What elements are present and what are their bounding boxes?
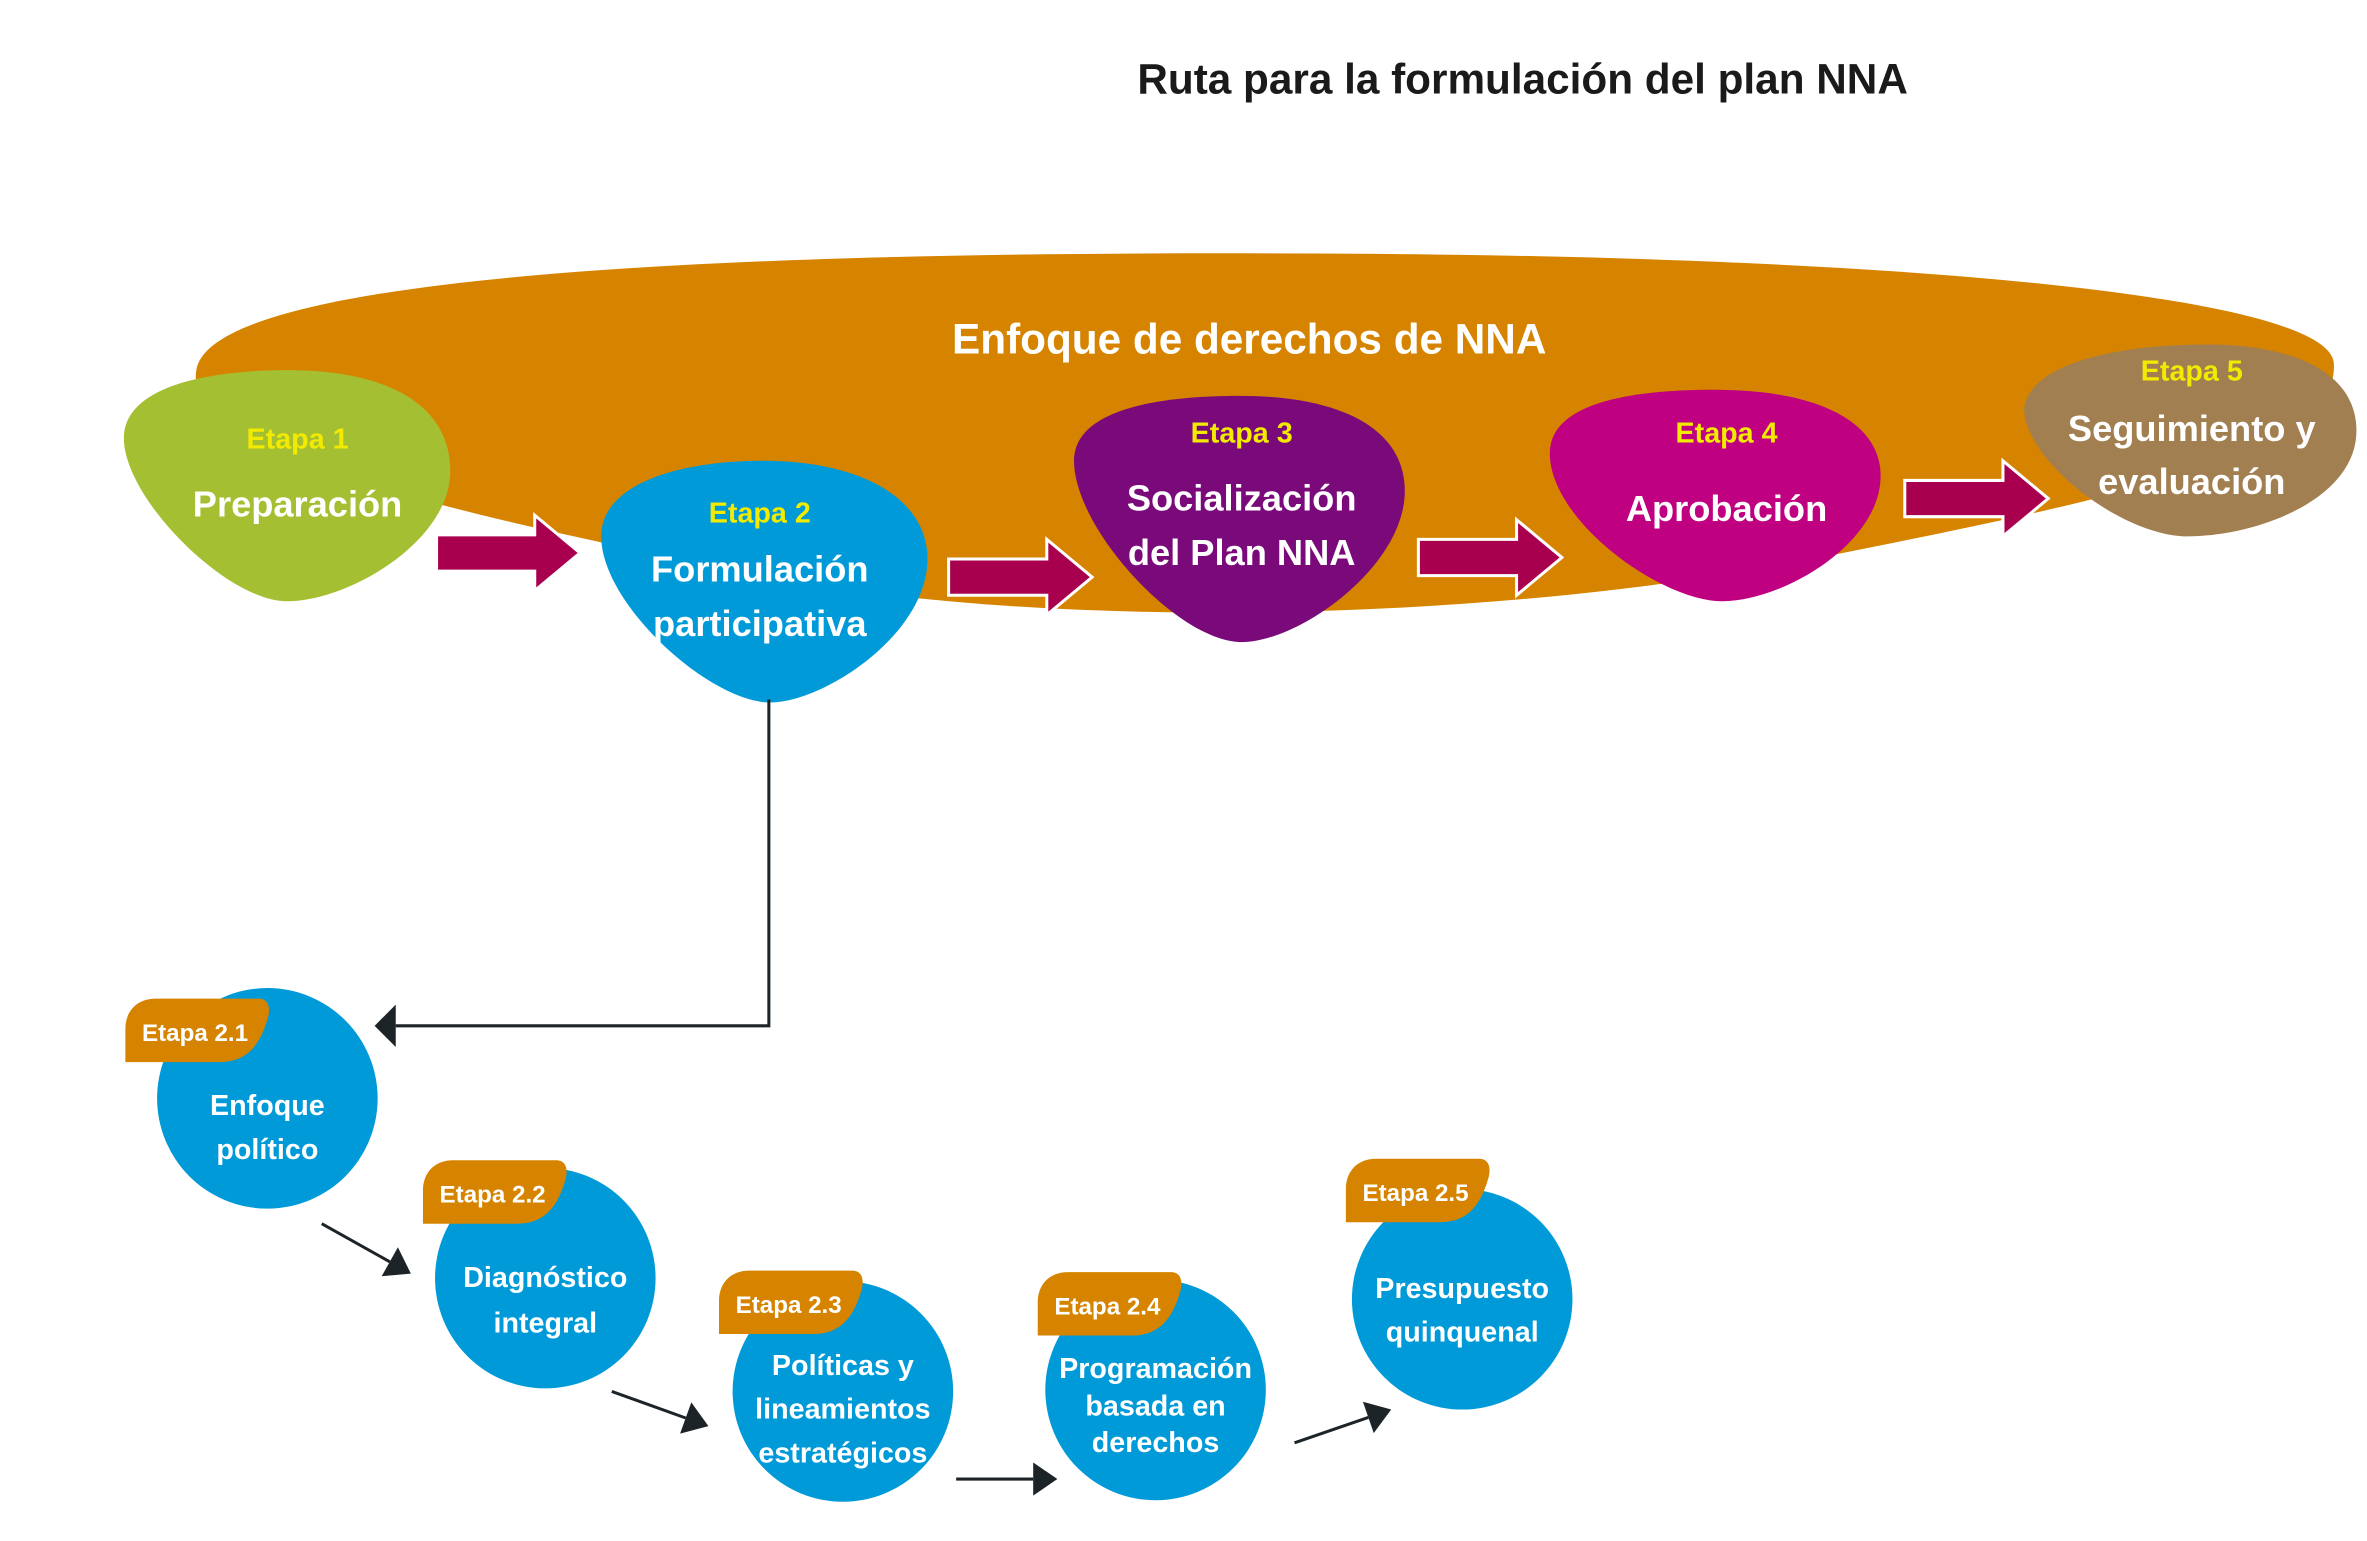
stage-2-label: Formulación [651,549,869,590]
substage-label: integral [493,1308,597,1340]
substage-label: Enfoque [210,1090,325,1122]
stage-1-label: Preparación [193,484,403,525]
page-title: Ruta para la formulación del plan NNA [1137,56,1908,103]
substage-arrow-line-2 [611,1390,687,1420]
substage-etapa: Etapa 2.2 [440,1182,546,1209]
substage-tag [422,1160,567,1224]
substage-label: político [216,1134,318,1166]
substage-arrowhead-1 [381,1247,411,1277]
stage-arrow-4 [1903,457,2051,540]
stage-1-shape [123,370,451,602]
substage-tag [125,998,270,1063]
substage-circle [732,1281,954,1502]
stage-5-label: evaluación [2098,461,2285,502]
stage-2-etapa: Etapa 2 [709,498,811,530]
substage-etapa: Etapa 2.5 [1362,1180,1468,1207]
substage-arrowhead-3 [1033,1462,1058,1496]
substage-arrowhead-4 [1362,1401,1392,1434]
stage-4-shape [1549,389,1881,602]
substage-label: Programación [1059,1353,1252,1385]
stage-1-etapa: Etapa 1 [247,424,349,456]
stage-3-etapa: Etapa 3 [1191,418,1293,450]
connector-line [395,699,771,1028]
stage-arrow-2 [947,536,1095,619]
substage-arrowhead-2 [680,1402,709,1434]
substage-tag [1345,1158,1490,1223]
stage-arrow-3 [1416,516,1565,599]
substage-arrow-line-1 [321,1222,391,1264]
stage-3-label: Socialización [1127,478,1357,519]
stage-2-shape [601,460,928,703]
substage-arrow-line-4 [1294,1415,1369,1445]
substage-label: Presupuesto [1375,1273,1549,1305]
substage-tag [719,1270,863,1335]
stage-arrow-1 [435,511,583,594]
substage-tag [1037,1272,1182,1336]
stage-2-label: participativa [653,603,867,644]
stage-5-label: Seguimiento y [2068,408,2316,449]
rights-approach-label: Enfoque de derechos de NNA [952,316,1546,363]
stage-3-shape [1073,395,1405,643]
stage-5-shape [2024,344,2357,537]
stage-5-etapa: Etapa 5 [2141,356,2243,388]
substage-label: Políticas y [772,1350,914,1382]
connector-arrowhead [374,1004,396,1047]
substage-etapa: Etapa 2.3 [736,1292,842,1319]
substage-etapa: Etapa 2.1 [142,1020,248,1047]
substage-label: estratégicos [758,1437,927,1469]
substage-label: lineamientos [755,1394,930,1426]
substage-label: Diagnóstico [463,1262,627,1294]
substage-label: derechos [1092,1427,1220,1459]
stage-4-etapa: Etapa 4 [1676,418,1778,450]
stage-3-label: del Plan NNA [1128,532,1356,573]
substage-etapa: Etapa 2.4 [1054,1293,1161,1320]
substage-label: quinquenal [1386,1317,1539,1349]
substage-label: basada en [1085,1391,1225,1423]
substage-circle [1351,1188,1573,1410]
stage-4-label: Aprobación [1626,488,1827,529]
